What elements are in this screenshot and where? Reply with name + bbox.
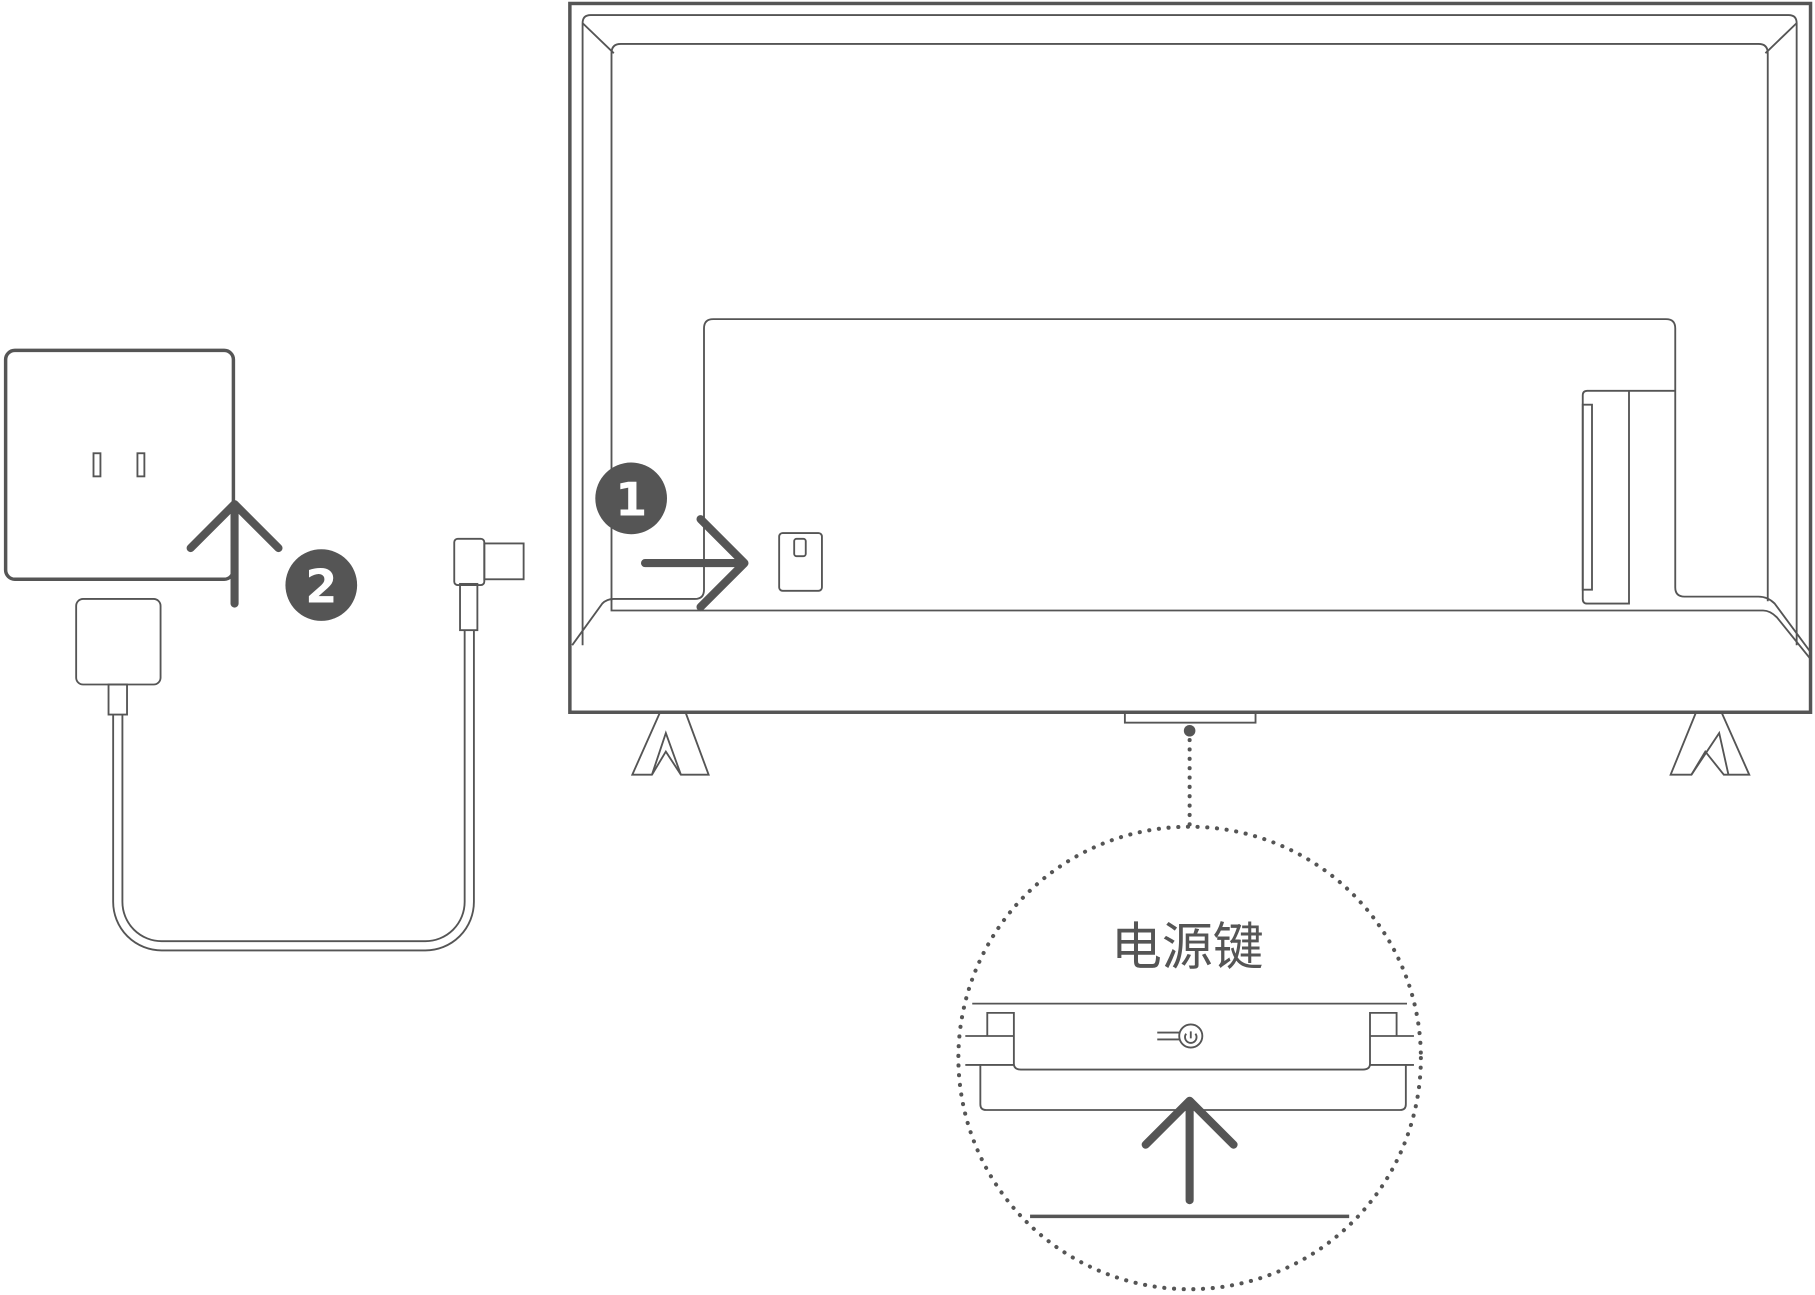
insert-arrow-icon [640, 515, 749, 612]
power-button-label: 电源键 [1111, 917, 1264, 976]
power-icon [1157, 1023, 1204, 1049]
step-1-badge: 1 [595, 462, 667, 535]
plug-in-arrow-icon [186, 500, 283, 608]
press-arrow-icon [1141, 1096, 1238, 1205]
step-2-number: 2 [305, 559, 337, 613]
step-1-number: 1 [615, 473, 647, 527]
step-2-badge: 2 [285, 549, 358, 621]
power-port [778, 532, 823, 592]
power-adapter-cable [75, 537, 525, 952]
tv-back [568, 1, 1813, 776]
power-button-callout: 电源键 [956, 724, 1423, 1292]
wall-socket [3, 348, 236, 582]
